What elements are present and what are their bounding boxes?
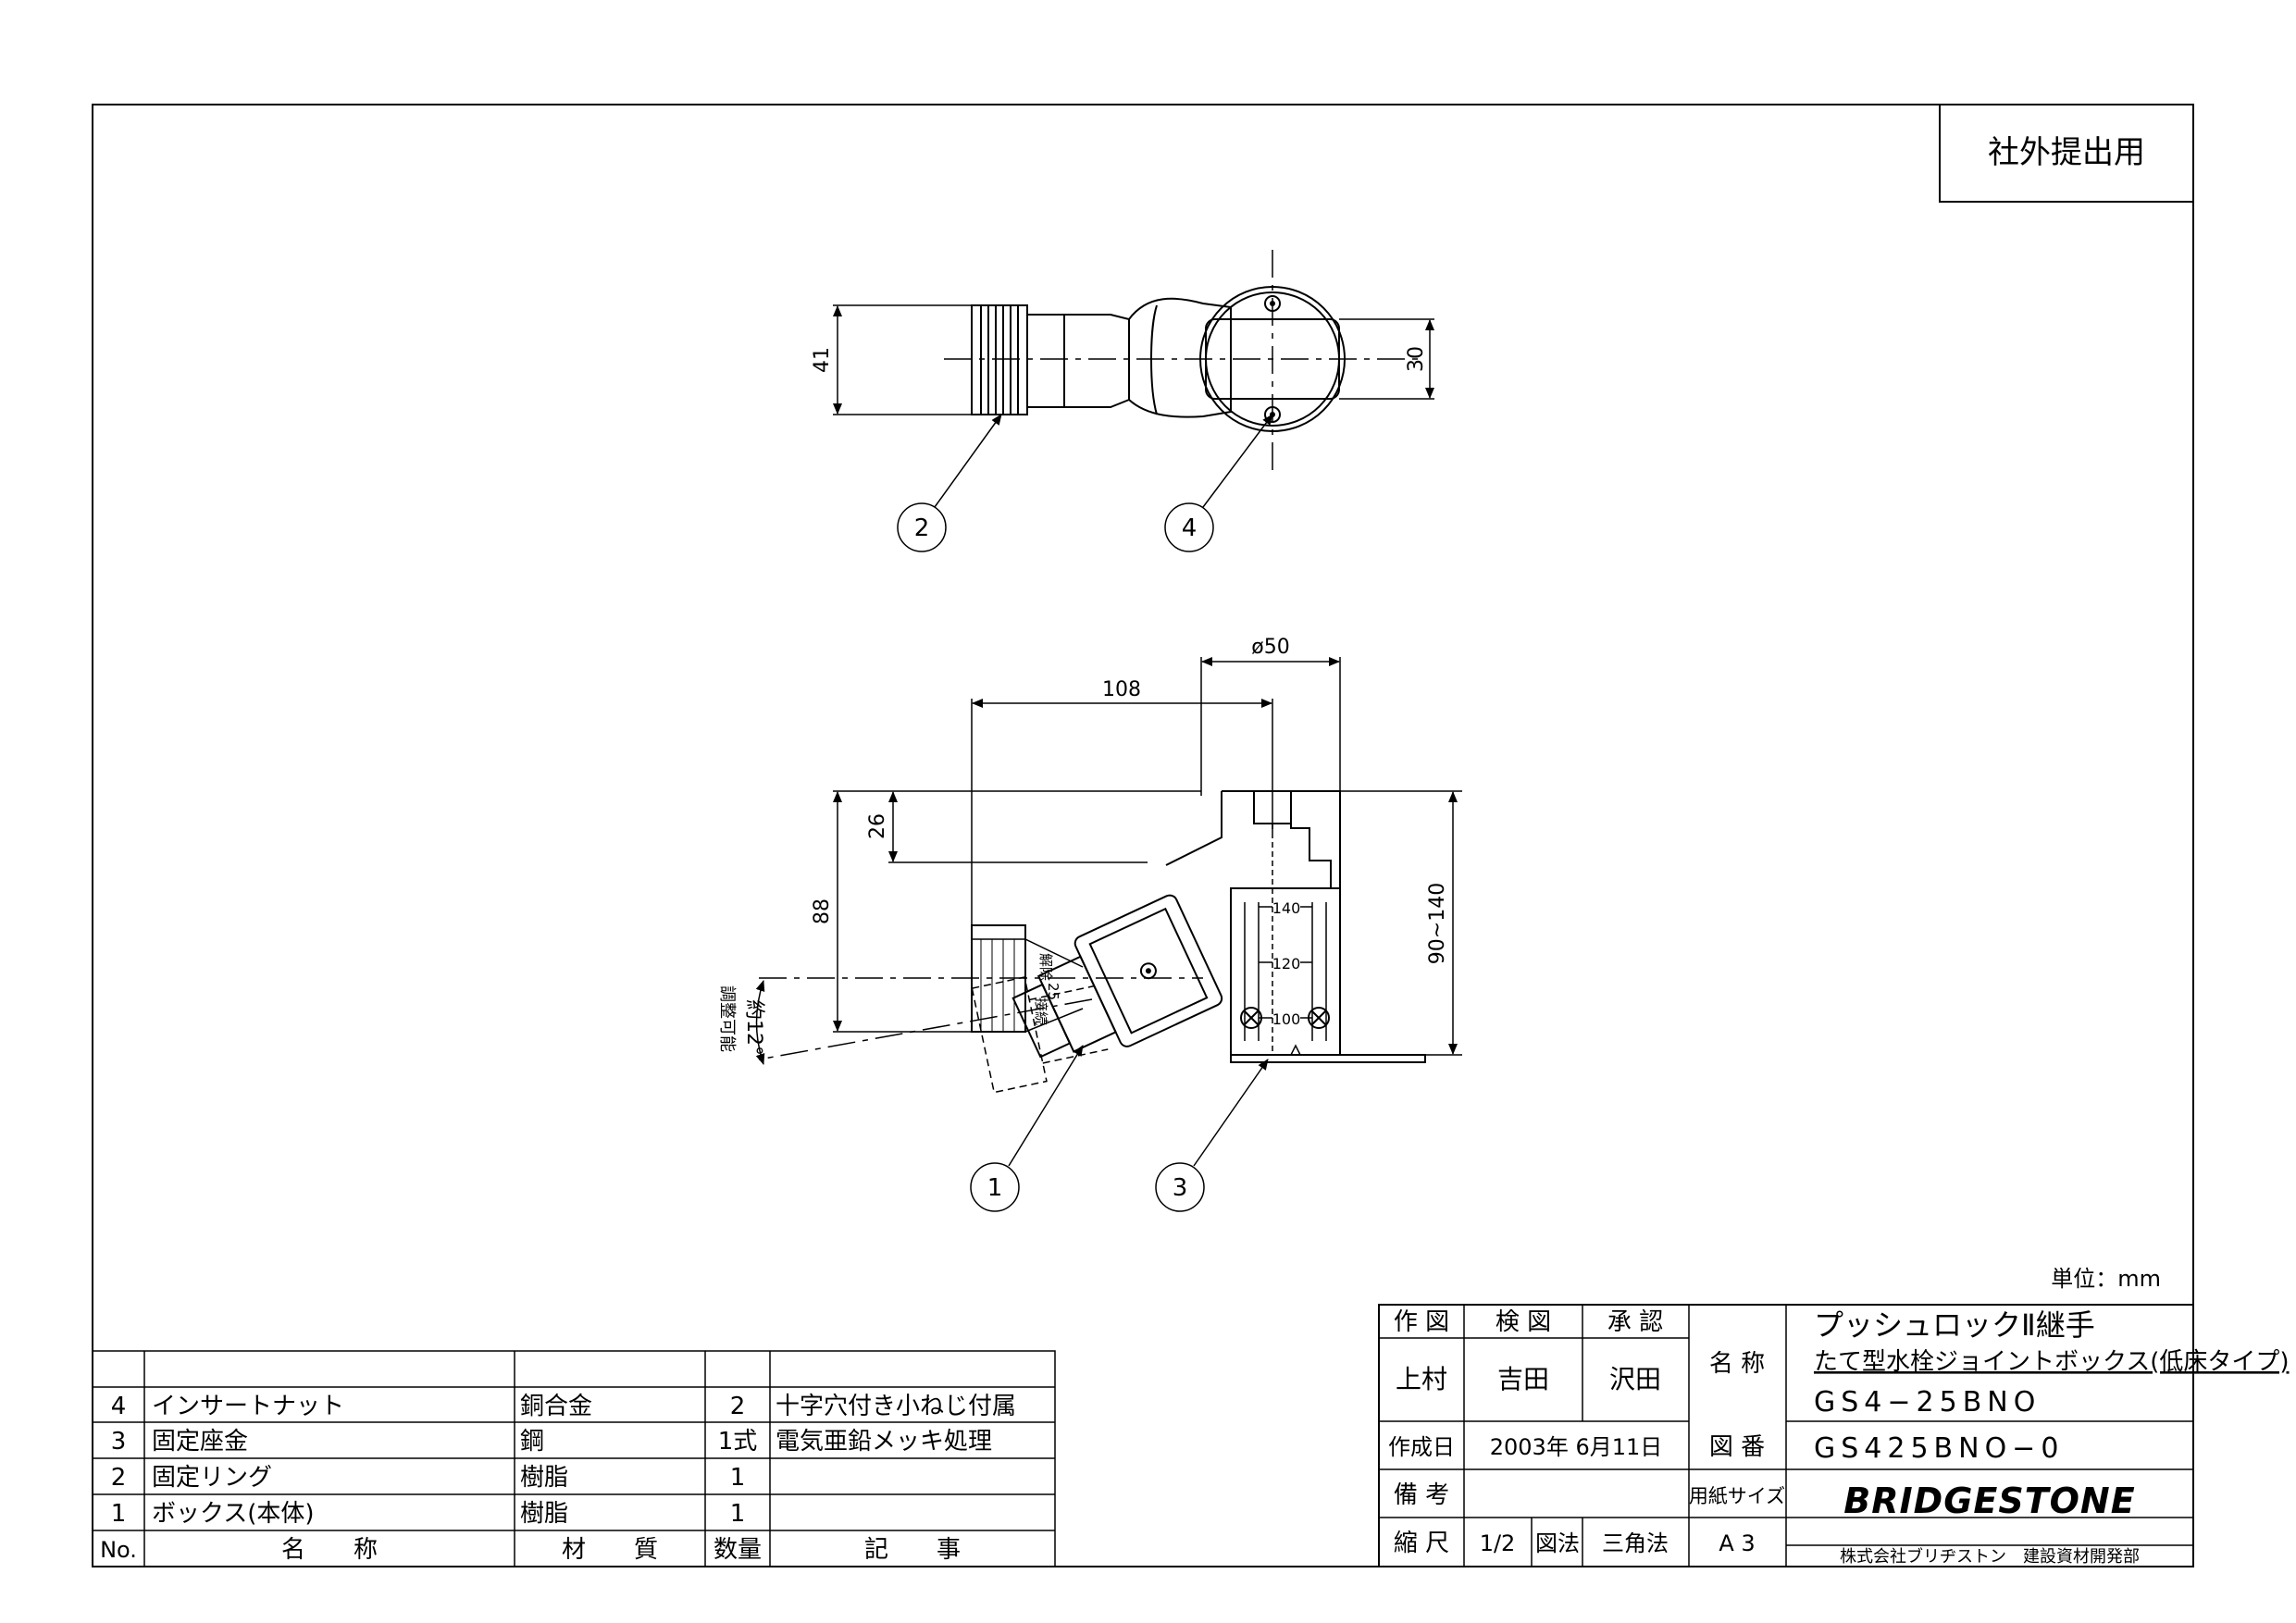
- scale-tick-140: 140: [1272, 899, 1301, 917]
- parts-row-4: 4 インサートナット 銅合金 2 十字穴付き小ねじ付属: [111, 1393, 1016, 1420]
- dim-108: 108: [1102, 678, 1141, 701]
- title-main: プッシュロックⅡ継手: [1814, 1307, 2095, 1343]
- stamp-text: 社外提出用: [1988, 134, 2145, 171]
- svg-text:記 事: 記 事: [864, 1536, 961, 1564]
- callout-3: 3: [1155, 1162, 1205, 1212]
- title-block: [1378, 1304, 2194, 1567]
- date-value: 2003年 6月11日: [1490, 1434, 1663, 1460]
- screw-icon: [1308, 1007, 1330, 1029]
- title-block-text: 作 図 検 図 承 認 上村 吉田 沢田 名 称 プッシュロックⅡ継手 たて型水…: [1388, 1307, 2290, 1567]
- svg-text:4: 4: [1182, 514, 1198, 542]
- model-number: GS4−25BNO: [1814, 1386, 2041, 1419]
- approved-by: 沢田: [1609, 1364, 1661, 1394]
- svg-text:数量: 数量: [714, 1536, 762, 1564]
- approved-label: 承 認: [1607, 1308, 1663, 1336]
- drawing-frame: [92, 104, 2194, 1567]
- size-label: 25: [1045, 983, 1061, 1000]
- parts-row-1: 1 ボックス(本体) 樹脂 1: [111, 1500, 746, 1528]
- drawn-by: 上村: [1396, 1364, 1447, 1394]
- svg-text:1: 1: [111, 1500, 127, 1528]
- svg-text:インサートナット: インサートナット: [152, 1393, 344, 1420]
- paper-size-value: A 3: [1719, 1530, 1755, 1556]
- svg-text:1: 1: [987, 1174, 1003, 1202]
- svg-text:電気亜鉛メッキ処理: 電気亜鉛メッキ処理: [776, 1428, 992, 1456]
- svg-text:固定リング: 固定リング: [152, 1464, 272, 1492]
- adjustable-note: 調整可能: [717, 985, 737, 1052]
- parts-row-2: 2 固定リング 樹脂 1: [111, 1464, 746, 1492]
- top-view: 41 30: [811, 250, 1434, 508]
- name-label: 名 称: [1709, 1350, 1765, 1378]
- connect-label: 接続: [1033, 997, 1049, 1025]
- date-label: 作成日: [1388, 1434, 1455, 1460]
- checked-by: 吉田: [1497, 1364, 1549, 1394]
- projection-label: 図法: [1535, 1530, 1580, 1556]
- svg-text:十字穴付き小ねじ付属: 十字穴付き小ねじ付属: [776, 1393, 1016, 1420]
- callout-2: 2: [897, 502, 947, 552]
- title-sub: たて型水栓ジョイントボックス(低床タイプ): [1814, 1348, 2290, 1376]
- front-view: ø50 108 26 88 90~140: [717, 636, 1462, 1167]
- svg-text:1: 1: [730, 1500, 746, 1528]
- paper-size-label: 用紙サイズ: [1689, 1485, 1785, 1507]
- svg-text:ボックス(本体): ボックス(本体): [152, 1500, 315, 1528]
- drawing-number: GS425BNO−0: [1814, 1432, 2064, 1465]
- svg-text:4: 4: [111, 1393, 127, 1420]
- callout-4: 4: [1164, 502, 1214, 552]
- drawn-label: 作 図: [1394, 1308, 1449, 1336]
- svg-text:2: 2: [730, 1393, 746, 1420]
- callout-1: 1: [970, 1162, 1020, 1212]
- svg-text:1式: 1式: [718, 1428, 758, 1456]
- svg-text:樹脂: 樹脂: [520, 1464, 568, 1492]
- svg-text:2: 2: [111, 1464, 127, 1492]
- scale-value: 1/2: [1480, 1530, 1516, 1556]
- dim-diameter-50: ø50: [1251, 636, 1289, 659]
- unit-label: 単位：mm: [2051, 1266, 2161, 1292]
- dim-30: 30: [1405, 346, 1428, 372]
- angle-12: 約12°: [742, 999, 765, 1056]
- parts-row-3: 3 固定座金 鋼 1式 電気亜鉛メッキ処理: [111, 1428, 992, 1456]
- svg-text:固定座金: 固定座金: [152, 1428, 248, 1456]
- projection-value: 三角法: [1602, 1530, 1669, 1556]
- dim-41: 41: [811, 347, 834, 373]
- svg-text:銅合金: 銅合金: [520, 1393, 592, 1420]
- svg-text:3: 3: [1173, 1174, 1188, 1202]
- svg-text:3: 3: [111, 1428, 127, 1456]
- screw-icon: [1240, 1007, 1262, 1029]
- dim-90-140: 90~140: [1426, 883, 1449, 964]
- svg-text:2: 2: [914, 514, 930, 542]
- checked-label: 検 図: [1496, 1308, 1551, 1336]
- release-label: 解除: [1037, 953, 1054, 981]
- scale-tick-120: 120: [1272, 955, 1301, 973]
- svg-text:No.: No.: [100, 1537, 137, 1563]
- parts-table: [92, 1350, 1056, 1567]
- drawing-no-label: 図 番: [1709, 1433, 1765, 1461]
- parts-table-header: No. 名 称 材 質 数量 記 事: [100, 1536, 961, 1564]
- svg-text:鋼: 鋼: [520, 1428, 544, 1456]
- scale-tick-100: 100: [1272, 1010, 1301, 1028]
- svg-text:樹脂: 樹脂: [520, 1500, 568, 1528]
- svg-text:材 質: 材 質: [562, 1536, 658, 1564]
- svg-text:1: 1: [730, 1464, 746, 1492]
- brand-logo: BRIDGESTONE: [1843, 1481, 2135, 1521]
- company-name: 株式会社ブリヂストン 建設資材開発部: [1840, 1546, 2140, 1567]
- scale-label: 縮 尺: [1394, 1530, 1449, 1557]
- svg-text:名 称: 名 称: [281, 1536, 378, 1564]
- external-submission-stamp: 社外提出用: [1939, 104, 2194, 203]
- dim-88: 88: [811, 898, 834, 924]
- remarks-label: 備 考: [1394, 1481, 1449, 1509]
- dim-26: 26: [866, 813, 889, 839]
